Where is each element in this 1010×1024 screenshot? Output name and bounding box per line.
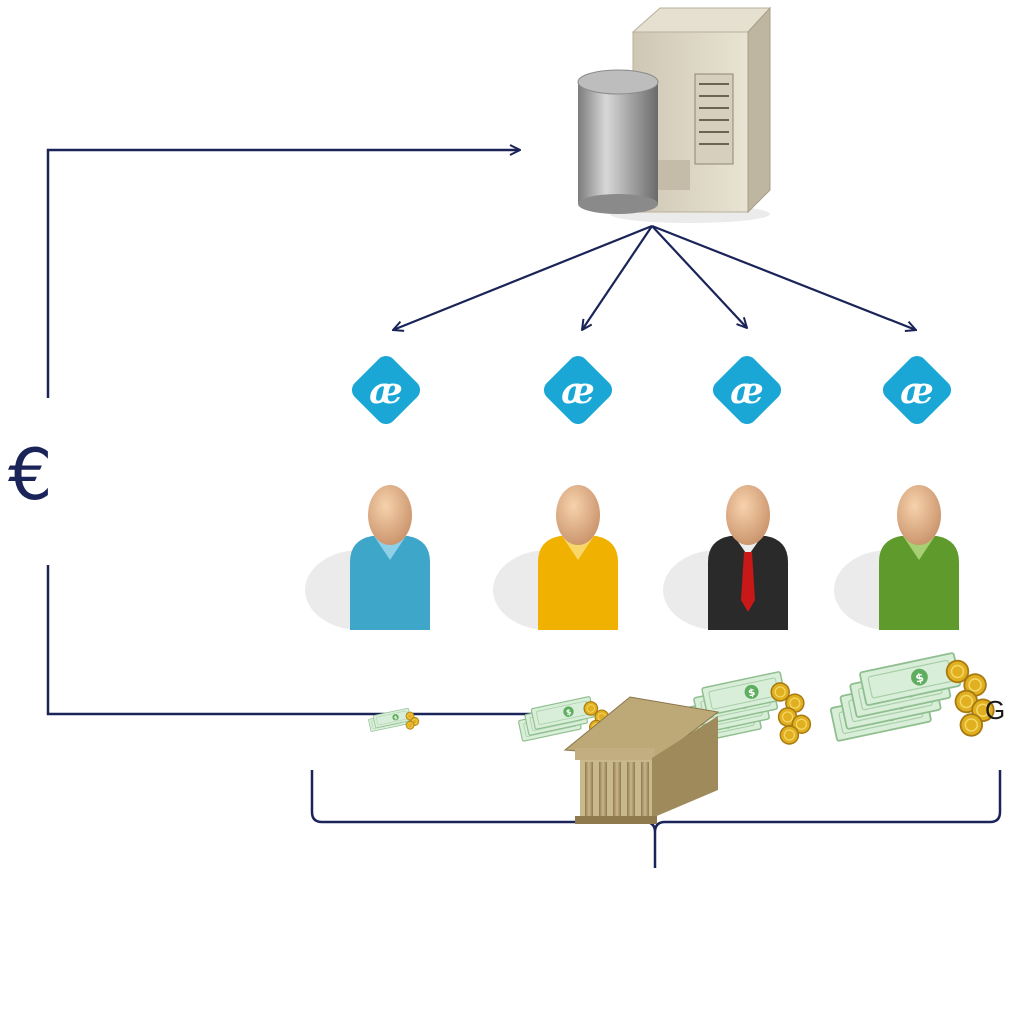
ae-badge-icon: [539, 351, 617, 429]
distribution-arrows: [393, 224, 916, 330]
grouping-brace: [310, 770, 1002, 868]
user-icon: [305, 485, 430, 630]
loop-line-top: [46, 150, 520, 398]
tie-icon: [741, 552, 755, 612]
ae-badge-icon: [708, 351, 786, 429]
ae-badge-icon: [347, 351, 425, 429]
server-database-icon: [577, 6, 772, 223]
bank-building-icon: [563, 696, 720, 824]
cropped-label: G: [985, 695, 1006, 725]
feedback-loop: [46, 150, 558, 716]
money-icon: [368, 707, 420, 733]
euro-symbol: €: [8, 434, 53, 516]
loop-line-bottom: [46, 565, 558, 716]
app-badges: [347, 351, 956, 429]
users: [305, 485, 959, 630]
money-icon: [829, 651, 997, 743]
ae-badge-icon: [878, 351, 956, 429]
user-icon: [834, 485, 959, 630]
user-icon: [663, 485, 788, 630]
user-icon: [493, 485, 618, 630]
